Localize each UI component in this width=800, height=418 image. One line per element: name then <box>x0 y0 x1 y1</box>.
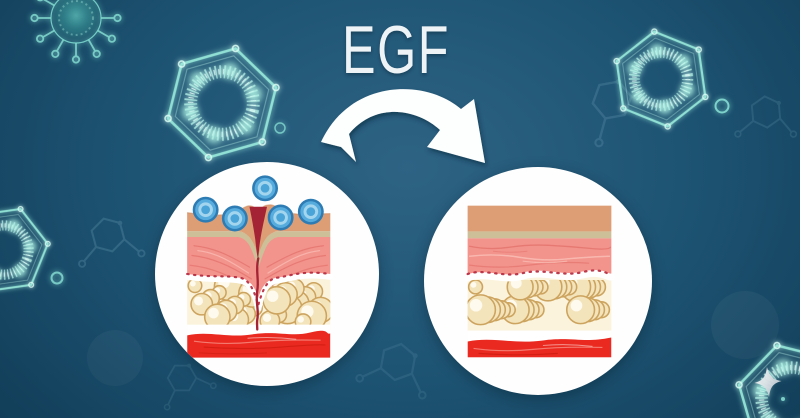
wound-crack <box>249 206 267 260</box>
curved-arrow-icon <box>321 89 485 163</box>
ring-icon <box>50 271 64 285</box>
hex-particle-icon <box>0 192 59 309</box>
epidermis-basal-line <box>467 231 612 239</box>
virus-icon <box>30 0 122 64</box>
dot-icon <box>781 397 785 401</box>
boundary-dots <box>466 269 613 276</box>
damaged-skin-diagram <box>184 175 334 358</box>
page-title: EGF <box>342 12 450 88</box>
molecule-network-icon <box>77 212 153 283</box>
bokeh-circle <box>711 291 779 359</box>
hex-particle-icon <box>158 33 287 173</box>
molecule-network-icon <box>583 71 667 149</box>
dermis-fat-boundary <box>464 269 615 282</box>
molecule-network-icon <box>733 88 800 161</box>
ring-icon <box>274 122 286 134</box>
dermis-texture <box>468 244 612 268</box>
hex-particle-icon <box>728 329 800 418</box>
damaged-skin-illustration <box>155 162 379 386</box>
fat-cells <box>467 280 611 326</box>
sparkle-icon <box>754 367 782 397</box>
dermis-layer <box>187 236 331 311</box>
fascia-gap <box>467 330 612 342</box>
ring-icon <box>714 98 730 114</box>
muscle-layer <box>187 330 331 358</box>
fascia-gap <box>187 324 331 335</box>
bokeh-circle <box>87 330 143 386</box>
muscle-layer <box>467 337 612 358</box>
hex-particle-icon <box>610 23 711 135</box>
healed-skin-diagram <box>464 205 615 358</box>
dermis-wrinkles <box>189 245 328 292</box>
epidermis-layer <box>467 205 612 232</box>
wound-fissure <box>255 257 260 331</box>
egf-molecules <box>192 175 324 232</box>
boundary-dots <box>186 271 332 310</box>
healed-skin-illustration <box>424 167 652 395</box>
